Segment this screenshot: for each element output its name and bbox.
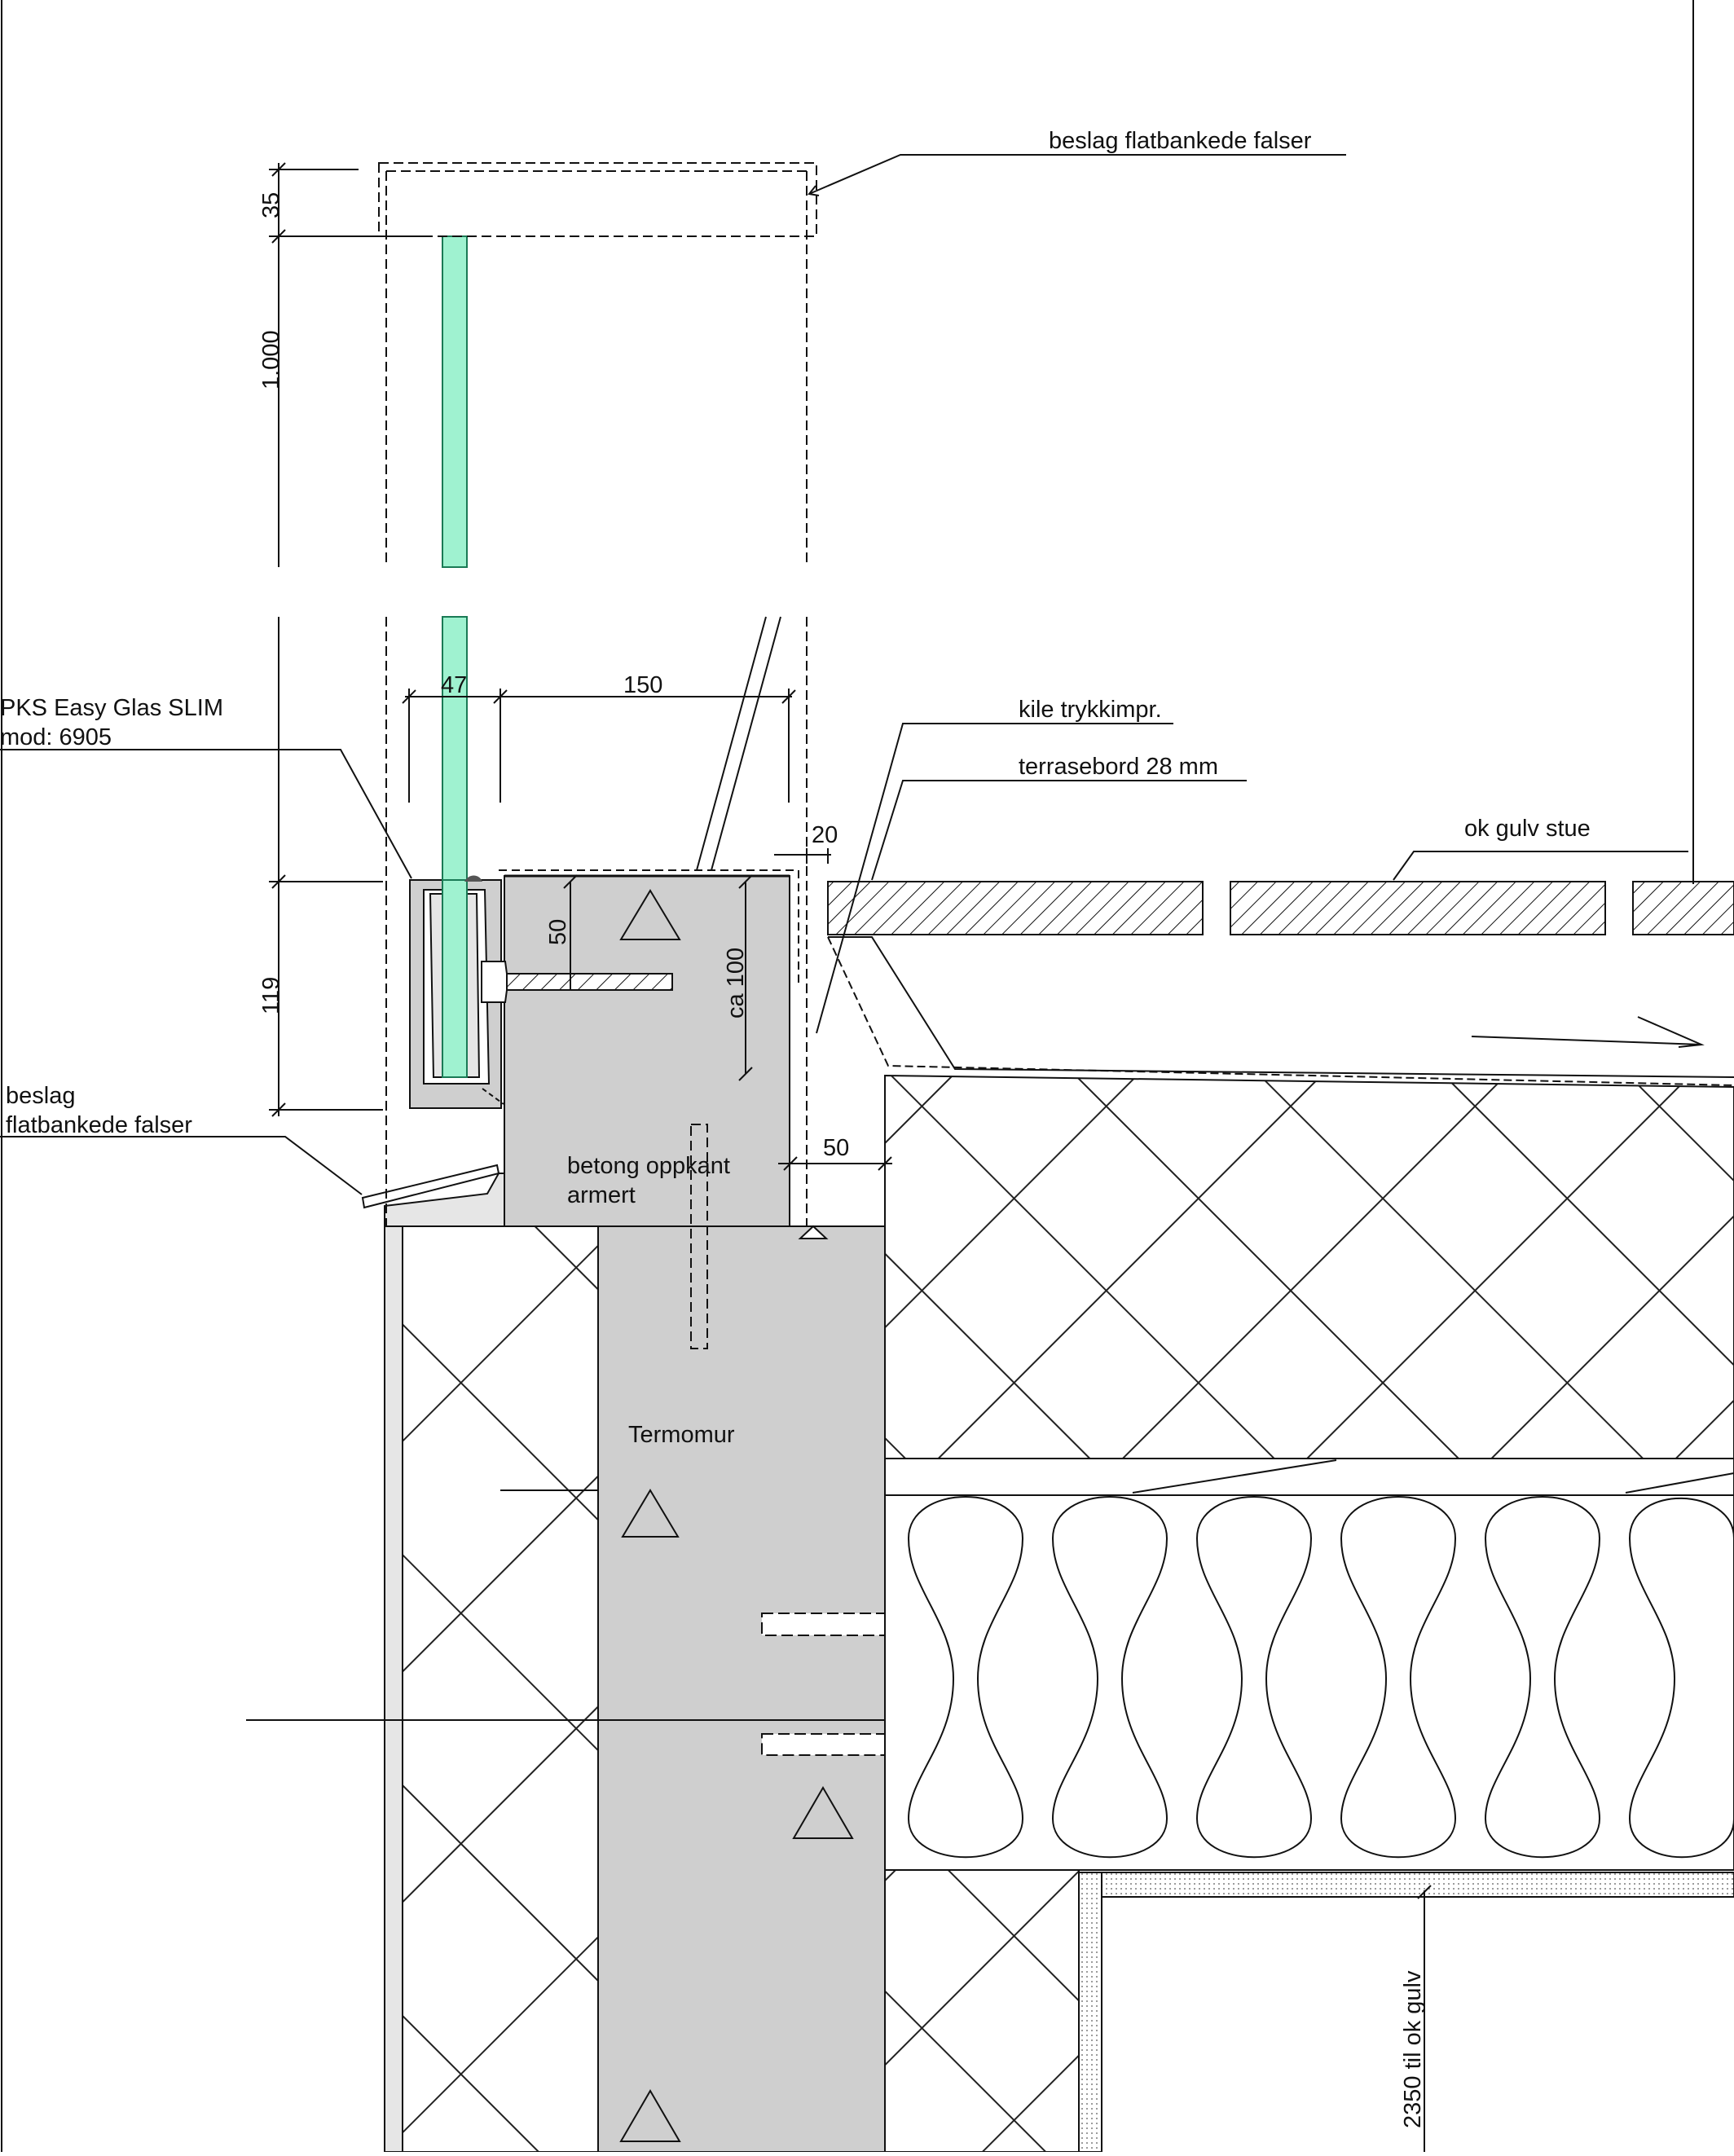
label-beslag-left-2: flatbankede falser bbox=[6, 1112, 192, 1138]
annotation-labels: beslag flatbankede falser PKS Easy Glas … bbox=[0, 128, 1591, 2128]
dim-150: 150 bbox=[623, 672, 662, 698]
label-beslag-left-1: beslag bbox=[6, 1083, 75, 1109]
label-terrasebord: terrasebord 28 mm bbox=[1019, 754, 1218, 780]
label-height-note: 2350 til ok gulv bbox=[1400, 1970, 1426, 2128]
leader-lines bbox=[0, 154, 1688, 1195]
dim-1000: 1.000 bbox=[258, 330, 284, 389]
dim-119: 119 bbox=[258, 977, 284, 1014]
termomur-wall bbox=[246, 1225, 982, 2153]
dim-50-horizontal: 50 bbox=[823, 1135, 849, 1161]
dimension-lines bbox=[269, 162, 1432, 2152]
dim-50-vertical: 50 bbox=[545, 919, 571, 945]
label-kile: kile trykkimpr. bbox=[1019, 697, 1162, 723]
label-ok-gulv: ok gulv stue bbox=[1464, 816, 1591, 842]
label-pks-line2: mod: 6905 bbox=[0, 724, 112, 750]
label-termomur: Termomur bbox=[628, 1422, 735, 1448]
dim-35: 35 bbox=[258, 192, 284, 218]
dim-ca100: ca 100 bbox=[723, 948, 749, 1019]
glass-profile bbox=[409, 875, 673, 1109]
label-betong-1: betong oppkant bbox=[567, 1153, 730, 1179]
concrete-upstand bbox=[361, 869, 829, 1349]
floor-construction bbox=[827, 881, 1734, 2153]
dim-20: 20 bbox=[812, 822, 838, 848]
railing-outline bbox=[378, 162, 817, 1226]
dim-47: 47 bbox=[441, 672, 467, 698]
label-beslag-top: beslag flatbankede falser bbox=[1049, 128, 1312, 154]
label-pks-line1: PKS Easy Glas SLIM bbox=[0, 695, 223, 721]
label-betong-2: armert bbox=[567, 1182, 636, 1208]
dimension-values: 35 1.000 119 47 150 20 50 ca 100 50 bbox=[258, 192, 849, 1161]
